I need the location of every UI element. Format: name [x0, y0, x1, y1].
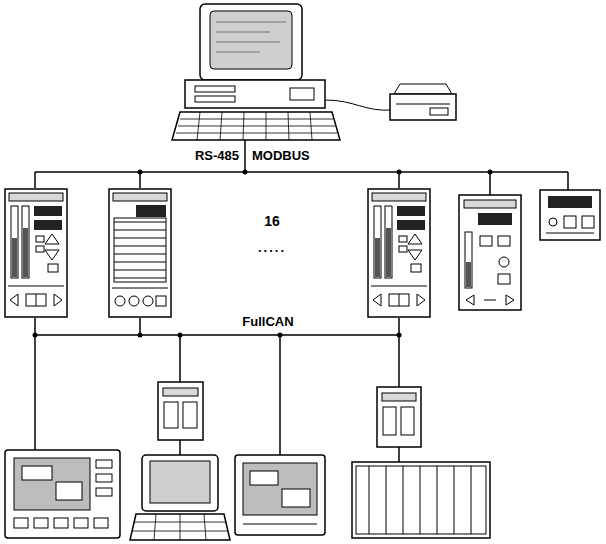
personal-computer: [130, 455, 230, 540]
plc-rack: [352, 462, 490, 538]
bus-junction: [138, 170, 493, 175]
controller: [109, 189, 171, 317]
controller: [368, 189, 430, 317]
controller: [540, 190, 600, 240]
device-count: 16: [263, 214, 281, 229]
interface-module: [158, 382, 203, 455]
bus-type-label: FullCAN: [241, 314, 294, 329]
bus-junction: [33, 333, 402, 338]
controller: [459, 195, 521, 310]
operator-panel: [5, 450, 120, 538]
controller: [5, 189, 67, 317]
interface-module: [377, 387, 421, 462]
bus-type-label: RS-485: [194, 148, 240, 163]
protocol-label: MODBUS: [251, 148, 311, 163]
rs485-bus: [35, 140, 568, 195]
ellipsis-mark: .....: [257, 240, 287, 255]
fullcan-bus: [35, 318, 399, 455]
printer: [325, 84, 456, 120]
workstation-pc: [172, 4, 340, 140]
operator-panel: [235, 455, 325, 535]
